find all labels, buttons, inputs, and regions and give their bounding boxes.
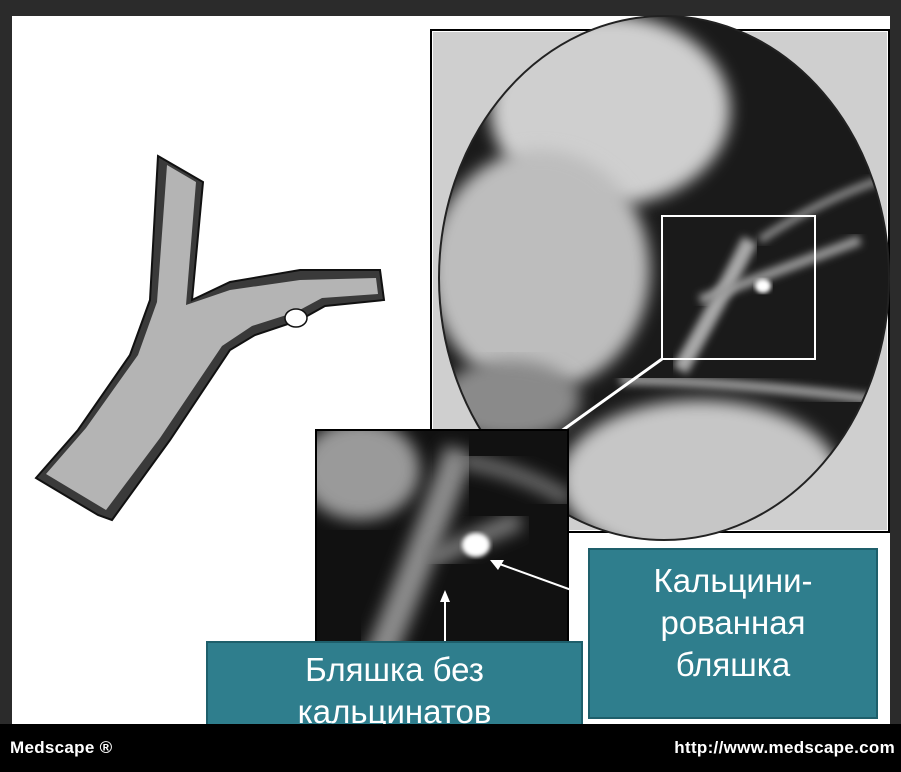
calcified-line-3: бляшка [590, 644, 876, 686]
medscape-brand: Medscape ® [10, 738, 112, 758]
noncalcified-line-1: Бляшка без [208, 649, 581, 691]
calcified-line-1: Кальцини- [590, 560, 876, 602]
medscape-url[interactable]: http://www.medscape.com [674, 738, 895, 758]
calcification-spot [285, 309, 307, 327]
calcified-plaque-callout: Кальцини- рованная бляшка [588, 548, 878, 719]
calcified-line-2: рованная [590, 602, 876, 644]
